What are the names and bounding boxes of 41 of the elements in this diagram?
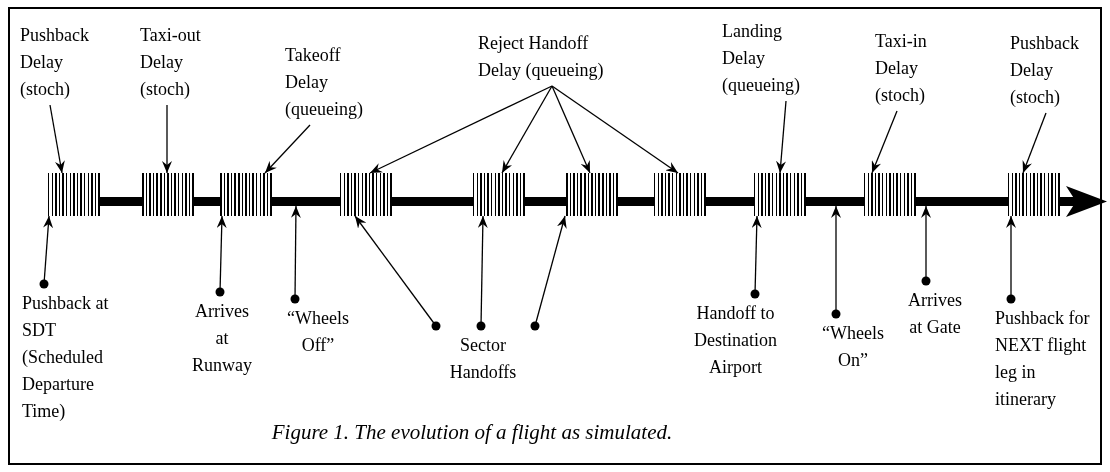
leader-arrow <box>1022 112 1047 174</box>
event-arrow <box>39 215 54 289</box>
event-arrow <box>921 205 931 286</box>
leader-arrow <box>776 100 787 174</box>
event-label: “Wheels Off” <box>283 305 353 359</box>
delay-block <box>220 173 272 216</box>
event-label: Arrives at Runway <box>190 298 254 379</box>
delay-block <box>654 173 706 216</box>
event-arrow <box>750 215 762 299</box>
delay-label: Landing Delay (queueing) <box>722 18 812 99</box>
timeline-arrow <box>100 186 1107 217</box>
event-arrow <box>290 205 301 304</box>
leader-arrow <box>369 85 553 174</box>
delay-block <box>340 173 392 216</box>
delay-label: Taxi-in Delay (stoch) <box>875 28 955 109</box>
event-arrow <box>354 215 441 331</box>
leader-arrow <box>501 85 553 174</box>
figure-caption: Figure 1. The evolution of a flight as simulated. <box>270 420 674 445</box>
event-arrow <box>530 215 567 331</box>
leader-arrow <box>162 104 172 174</box>
event-label: Sector Handoffs <box>428 332 538 386</box>
event-label: “Wheels On” <box>818 320 888 374</box>
event-arrow <box>1006 215 1016 304</box>
leader-arrow <box>551 85 591 174</box>
event-label: Handoff to Destination Airport <box>683 300 788 381</box>
delay-label: Pushback Delay (stoch) <box>1010 30 1090 111</box>
leader-arrow <box>264 124 311 174</box>
event-arrow <box>215 215 227 297</box>
event-label: Arrives at Gate <box>906 287 964 341</box>
event-arrow <box>831 205 841 319</box>
delay-block <box>566 173 618 216</box>
leader-arrow <box>871 110 898 174</box>
event-label: Pushback at SDT (Scheduled Departure Time) <box>22 290 112 425</box>
leader-arrow <box>551 85 679 174</box>
event-label: Pushback for NEXT flight leg in itinerary <box>995 305 1090 413</box>
delay-label: Taxi-out Delay (stoch) <box>140 22 220 103</box>
delay-label: Reject Handoff Delay (queueing) <box>478 30 618 84</box>
delay-label: Pushback Delay (stoch) <box>20 22 100 103</box>
leader-arrow <box>49 104 65 174</box>
delay-label: Takeoff Delay (queueing) <box>285 42 375 123</box>
event-arrow <box>476 215 488 331</box>
